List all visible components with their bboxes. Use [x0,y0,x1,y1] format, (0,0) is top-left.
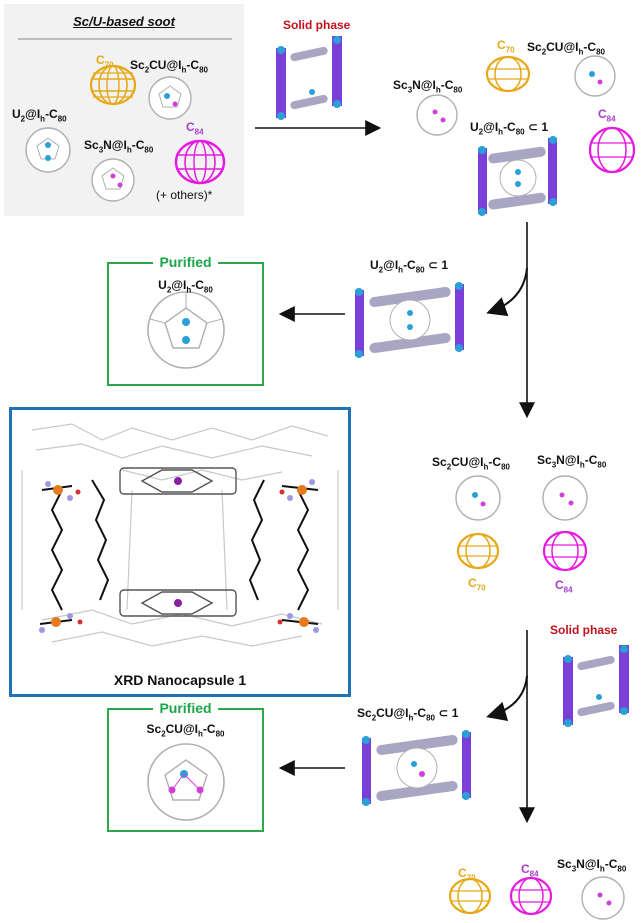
label-others: (+ others)* [156,188,213,202]
label-c70: C70 [458,866,476,883]
arrow-branch-2 [486,675,528,722]
label-sc3n: Sc3N@Ih-C80 [393,78,463,95]
capsule-complex-icon [362,730,471,806]
label-complex: Sc2CU@Ih-C80 ⊂ 1 [357,706,459,723]
capsule-icon-solid-phase-1 [276,36,342,120]
capsule-complex-icon [355,282,464,358]
c70-icon [456,532,500,570]
xrd-structure-drawing [21,423,339,647]
label-c70: C70 [468,576,486,593]
purified-sc2cu-cage-icon [147,743,225,821]
purified-label: U2@Ih-C80 [158,278,213,295]
sc3n-cage-icon [91,158,135,202]
c70-icon [448,877,492,915]
label-complex: U2@Ih-C80 ⊂ 1 [470,120,549,137]
purified-panel-sc2cu: Purified Sc2CU@Ih-C80 [107,700,264,832]
label-c84: C84 [555,578,573,595]
label-c70: C70 [96,53,114,70]
c70-icon [485,55,531,93]
purified-u2-cage-icon [147,291,225,369]
u2-cage-icon [25,127,71,173]
label-sc3n: Sc3N@Ih-C80 [537,453,607,470]
capsule-complex-icon [478,136,557,216]
sc3n-cage-icon [581,876,625,920]
purified-panel-u2: Purified U2@Ih-C80 [107,254,264,386]
label-sc2cu: Sc2CU@Ih-C80 [527,40,605,57]
sc3n-cage-icon [416,94,458,136]
c84-icon [509,876,553,916]
c84-icon [174,139,226,185]
label-u2: U2@Ih-C80 [12,107,67,124]
c84-icon [588,126,636,174]
label-c70: C70 [497,38,515,55]
purified-label: Sc2CU@Ih-C80 [146,722,225,739]
label-complex: U2@Ih-C80 ⊂ 1 [370,258,449,275]
label-sc3n: Sc3N@Ih-C80 [557,857,627,874]
xrd-caption: XRD Nanocapsule 1 [113,672,247,688]
arrow-branch-1 [486,267,528,317]
purified-title: Purified [109,254,262,270]
solid-phase-label: Solid phase [550,623,618,637]
label-c84: C84 [186,120,204,137]
label-sc2cu: Sc2CU@Ih-C80 [432,455,510,472]
label-sc3n: Sc3N@Ih-C80 [84,138,154,155]
solid-phase-label: Solid phase [283,18,351,32]
label-c84: C84 [521,862,539,879]
label-sc2cu: Sc2CU@Ih-C80 [130,58,208,75]
sc3n-cage-icon [542,475,588,521]
purified-title: Purified [109,700,262,716]
capsule-icon-solid-phase-2 [563,645,629,727]
sc2cu-cage-icon [574,55,616,97]
sc2cu-cage-icon [455,475,501,521]
label-c84: C84 [598,107,616,124]
c84-icon [542,530,588,572]
sc2cu-cage-icon [148,76,192,120]
c70-icon [89,64,137,106]
xrd-structure-panel: XRD Nanocapsule 1 [9,407,351,697]
soot-title: Sc/U-based soot [73,14,175,29]
